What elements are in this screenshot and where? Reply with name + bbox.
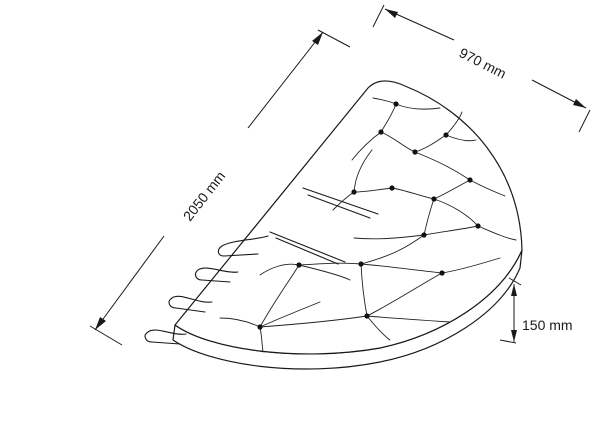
tuft-dot [412, 149, 418, 155]
tuft-dot [421, 232, 427, 238]
straps [144, 235, 269, 345]
mattress-top-face [174, 80, 523, 355]
tuft-dot [257, 324, 263, 330]
groove [275, 237, 339, 265]
groove [302, 187, 379, 215]
dimension-height-label: 150 mm [522, 317, 573, 333]
dimension-length-label: 2050 mm [180, 168, 229, 224]
mattress-outline [172, 80, 523, 370]
dimension-height: 150 mm [499, 277, 573, 344]
tuft-dot [475, 223, 481, 229]
strap [194, 267, 239, 283]
tuft-dot [358, 261, 364, 267]
groove [307, 194, 371, 219]
strap [217, 235, 269, 257]
dimension-width-label: 970 mm [457, 44, 509, 81]
tuft-dot [443, 132, 449, 138]
tuft-dot [364, 313, 370, 319]
tuft-dot [351, 189, 357, 195]
strap [168, 295, 213, 313]
tuft-dot [378, 129, 384, 135]
grooves [269, 187, 379, 265]
tuft-dot [393, 101, 399, 107]
tufting-buttons [257, 101, 481, 330]
tuft-dot [296, 262, 302, 268]
groove [269, 231, 346, 263]
tuft-dot [439, 270, 445, 276]
tuft-dot [431, 196, 437, 202]
tuft-dot [467, 177, 473, 183]
strap [144, 329, 187, 345]
tuft-dot [389, 185, 395, 191]
